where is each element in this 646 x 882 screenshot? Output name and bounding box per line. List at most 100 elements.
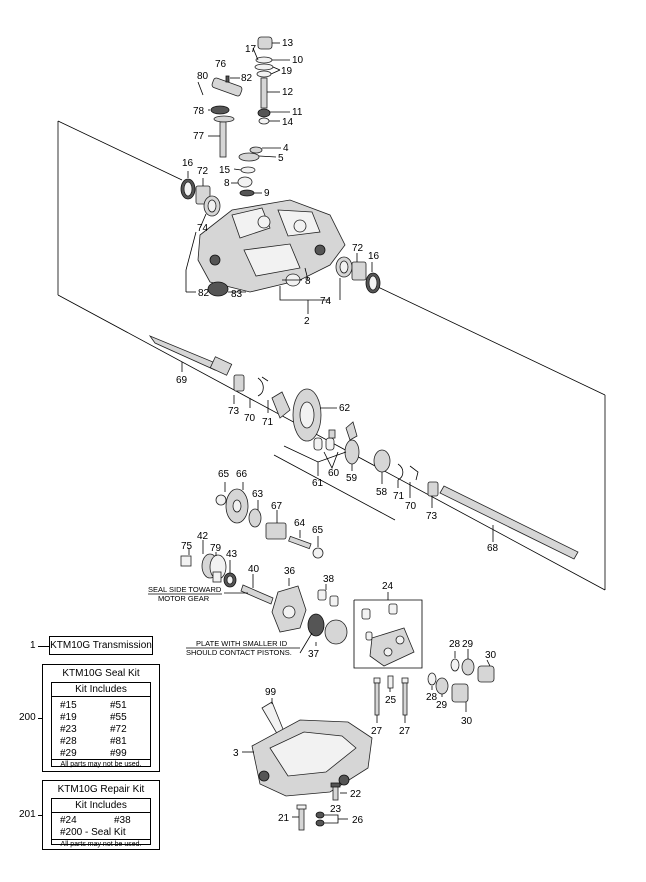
callout-58: 58	[376, 487, 388, 498]
center-bolts	[373, 675, 409, 723]
callout-30: 30	[485, 650, 497, 661]
note-seal-side-line1: SEAL SIDE TOWARD	[148, 585, 222, 594]
callout-16: 16	[368, 251, 380, 262]
callout-26: 26	[352, 815, 364, 826]
callout-17: 17	[245, 44, 257, 55]
callout-71: 71	[393, 491, 405, 502]
callout-19: 19	[281, 66, 293, 77]
callout-3: 3	[233, 748, 239, 759]
repair-kit-footnote: All parts may not be used.	[52, 839, 150, 848]
seal-kit-item: #81	[110, 736, 127, 747]
ref-number-1: 1	[30, 640, 36, 651]
transmission-title: KTM10G Transmission	[50, 640, 152, 651]
callout-65: 65	[218, 469, 230, 480]
upper-housing	[197, 199, 346, 297]
callout-72: 72	[197, 166, 209, 177]
callout-28: 28	[449, 639, 461, 650]
motor-group	[180, 540, 348, 654]
callout-78: 78	[193, 106, 205, 117]
callout-21: 21	[278, 813, 290, 824]
seal-kit-item: #55	[110, 712, 127, 723]
seal-kit-title: KTM10G Seal Kit	[62, 668, 140, 679]
callout-74: 74	[320, 296, 332, 307]
callout-73: 73	[426, 511, 438, 522]
callout-36: 36	[284, 566, 296, 577]
callout-23: 23	[330, 804, 342, 815]
callout-8: 8	[305, 276, 311, 287]
callout-62: 62	[339, 403, 351, 414]
seal-kit-item: #99	[110, 748, 127, 759]
note-seal-side-line2: MOTOR GEAR	[158, 594, 210, 603]
housing-bearings	[180, 171, 381, 294]
callout-99: 99	[265, 687, 277, 698]
callout-60: 60	[328, 468, 340, 479]
seal-kit-includes-label: Kit Includes	[52, 683, 150, 697]
repair-kit-includes-label: Kit Includes	[52, 799, 150, 813]
repair-kit-item: #38	[114, 815, 131, 826]
callout-25: 25	[385, 695, 397, 706]
control-shaft-group	[252, 36, 290, 125]
assembly-frame-lines	[57, 120, 606, 591]
callout-27: 27	[371, 726, 383, 737]
bottom-bolts	[292, 782, 348, 831]
housing-leader-lines	[185, 231, 341, 314]
callout-64: 64	[294, 518, 306, 529]
callout-13: 13	[282, 38, 294, 49]
seal-kit-item: #72	[110, 724, 127, 735]
callout-65: 65	[312, 525, 324, 536]
callout-42: 42	[197, 531, 209, 542]
callout-22: 22	[350, 789, 362, 800]
callout-69: 69	[176, 375, 188, 386]
callout-74: 74	[197, 223, 209, 234]
callout-59: 59	[346, 473, 358, 484]
callout-70: 70	[405, 501, 417, 512]
seal-kit-item: #19	[60, 712, 77, 723]
ref-number-201: 201	[19, 809, 36, 820]
callout-2: 2	[304, 316, 310, 327]
control-arm-group	[197, 75, 243, 158]
callout-67: 67	[271, 501, 283, 512]
seal-kit-item: #29	[60, 748, 77, 759]
callout-73: 73	[228, 406, 240, 417]
axle-left	[148, 335, 233, 376]
callout-15: 15	[219, 165, 231, 176]
axle-right	[439, 485, 579, 560]
callout-75: 75	[181, 541, 193, 552]
callout-37: 37	[308, 649, 320, 660]
callout-43: 43	[226, 549, 238, 560]
assembly-notes: SEAL SIDE TOWARD MOTOR GEAR PLATE WITH S…	[148, 585, 300, 657]
callout-labels: 13 17 10 19 82 80 76 12 78 11 14 77 4 5 …	[176, 38, 499, 826]
gear-train-group	[215, 482, 324, 559]
callout-61: 61	[312, 478, 324, 489]
callout-10: 10	[292, 55, 304, 66]
callout-63: 63	[252, 489, 264, 500]
callout-79: 79	[210, 543, 222, 554]
housing-small-parts	[231, 146, 281, 197]
callout-29: 29	[436, 700, 448, 711]
callout-29: 29	[462, 639, 474, 650]
seal-kit-item: #23	[60, 724, 77, 735]
differential-group	[233, 374, 439, 508]
callout-70: 70	[244, 413, 256, 424]
callout-24: 24	[382, 581, 394, 592]
seal-kit-item: #15	[60, 700, 77, 711]
callout-4: 4	[283, 143, 289, 154]
seal-kit-item: #28	[60, 736, 77, 747]
seal-kit-item: #51	[110, 700, 127, 711]
repair-kit-item: #200 - Seal Kit	[60, 827, 126, 838]
callout-82: 82	[198, 288, 210, 299]
callout-28: 28	[426, 692, 438, 703]
pump-parts-group	[427, 649, 495, 712]
callout-82: 82	[241, 73, 253, 84]
callout-80: 80	[197, 71, 209, 82]
callout-40: 40	[248, 564, 260, 575]
callout-68: 68	[487, 543, 499, 554]
note-plate-line2: SHOULD CONTACT PISTONS.	[186, 648, 292, 657]
callout-27: 27	[399, 726, 411, 737]
note-plate-line1: PLATE WITH SMALLER ID	[196, 639, 288, 648]
repair-kit-title: KTM10G Repair Kit	[57, 784, 145, 795]
callout-30: 30	[461, 716, 473, 727]
callout-72: 72	[352, 243, 364, 254]
callout-14: 14	[282, 117, 294, 128]
